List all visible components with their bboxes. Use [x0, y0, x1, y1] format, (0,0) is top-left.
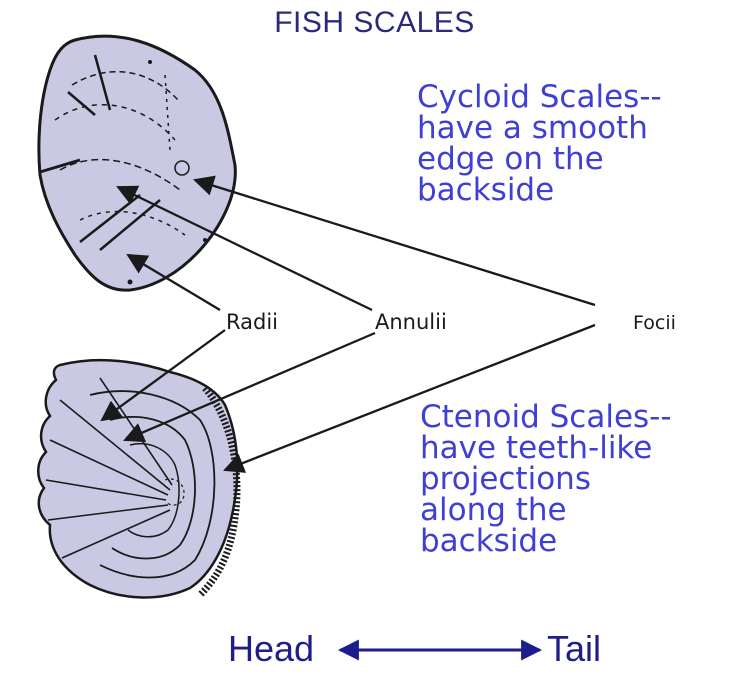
label-radii: Radii	[226, 310, 278, 334]
arrow-radii-ctenoid	[100, 329, 226, 422]
label-annulii: Annulii	[375, 310, 447, 334]
diagram-title: FISH SCALES	[274, 6, 475, 39]
arrow-focii-cycloid	[193, 175, 596, 307]
ctenoid-description: Ctenoid Scales-- have teeth-like project…	[420, 399, 672, 559]
arrow-focii-ctenoid	[223, 323, 596, 473]
direction-tail: Tail	[547, 628, 602, 669]
label-focii: Focii	[633, 312, 676, 334]
cycloid-scale	[37, 34, 237, 292]
arrow-radii-cycloid	[126, 253, 221, 311]
direction-head: Head	[228, 628, 315, 669]
ctenoid-scale	[37, 358, 241, 599]
cycloid-description: Cycloid Scales-- have a smooth edge on t…	[417, 79, 662, 208]
arrow-annulii-ctenoid	[123, 331, 376, 443]
label-arrows	[100, 175, 596, 473]
arrow-annulii-cycloid	[116, 185, 373, 312]
